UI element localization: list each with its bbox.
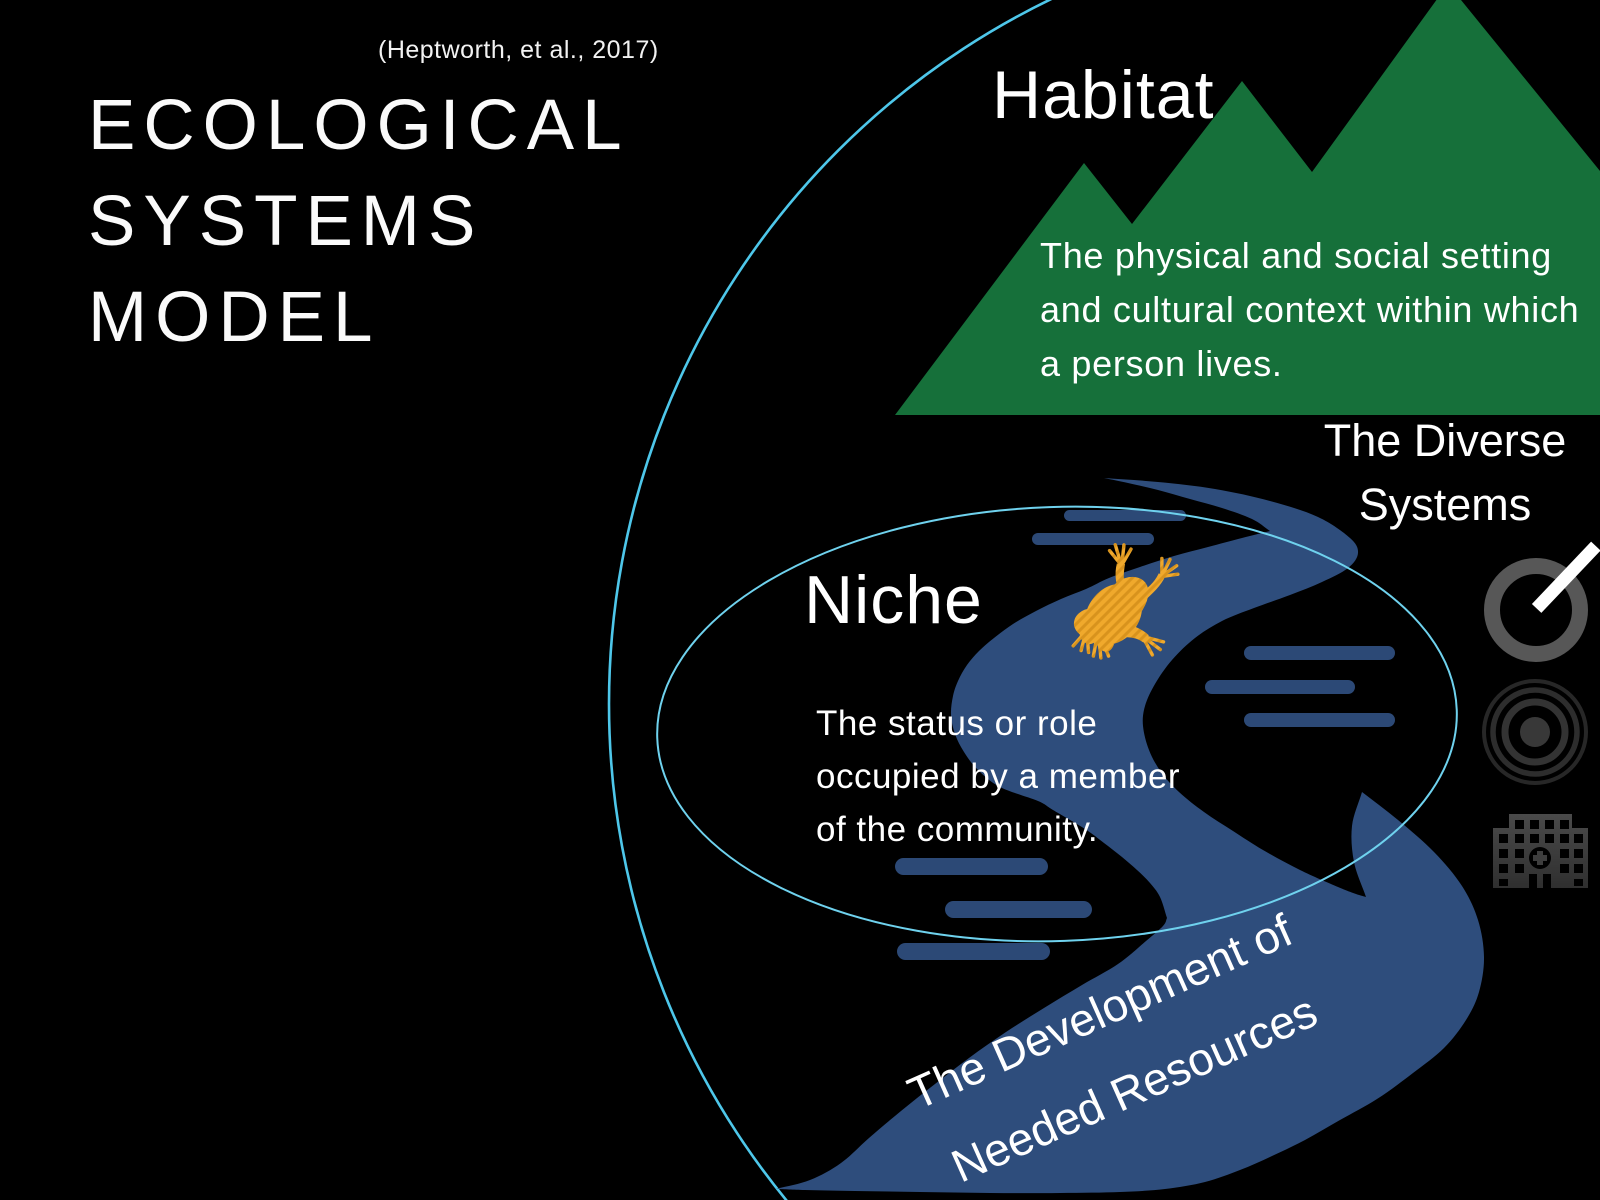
- concentric-rings-icon: [1482, 679, 1588, 785]
- compass-needle-icon: [1484, 541, 1600, 662]
- niche-label: Niche: [804, 562, 983, 638]
- diverse-line-1: The Diverse: [1323, 415, 1567, 466]
- ripple-bar: [1244, 713, 1395, 727]
- habitat-desc-line-3: a person lives.: [1040, 343, 1283, 384]
- title-line-3: MODEL: [88, 278, 381, 357]
- outer-system-circle: [607, 0, 1053, 1200]
- frog-icon: [1071, 543, 1180, 660]
- diverse-line-2: Systems: [1358, 479, 1532, 530]
- habitat-label: Habitat: [992, 57, 1215, 133]
- river-ripples: [895, 510, 1395, 960]
- ripple-bar: [1205, 680, 1355, 694]
- title-line-2: SYSTEMS: [88, 182, 484, 261]
- mountains-icon: [895, 0, 1600, 415]
- slide-title: ECOLOGICAL SYSTEMS MODEL: [88, 78, 630, 366]
- niche-desc-line-2: occupied by a member: [816, 757, 1181, 796]
- niche-ellipse: [656, 505, 1458, 943]
- niche-desc-line-3: of the community.: [816, 810, 1099, 849]
- river-icon: [776, 478, 1485, 1194]
- citation: (Heptworth, et al., 2017): [378, 36, 659, 64]
- title-line-1: ECOLOGICAL: [88, 86, 630, 165]
- ripple-bar: [1244, 646, 1395, 660]
- ripple-bar: [895, 858, 1048, 875]
- ripple-bar: [945, 901, 1092, 918]
- habitat-desc-line-2: and cultural context within which: [1040, 289, 1580, 330]
- ripple-bar: [897, 943, 1050, 960]
- diverse-systems-label: The Diverse Systems: [1250, 409, 1600, 537]
- niche-description: The status or role occupied by a member …: [816, 697, 1180, 856]
- niche-desc-line-1: The status or role: [816, 704, 1098, 743]
- habitat-desc-line-1: The physical and social setting: [1040, 235, 1552, 276]
- habitat-description: The physical and social setting and cult…: [1040, 229, 1579, 391]
- hospital-building-icon: [1493, 814, 1588, 888]
- ripple-bar: [1032, 533, 1154, 545]
- ripple-bar: [1064, 510, 1186, 521]
